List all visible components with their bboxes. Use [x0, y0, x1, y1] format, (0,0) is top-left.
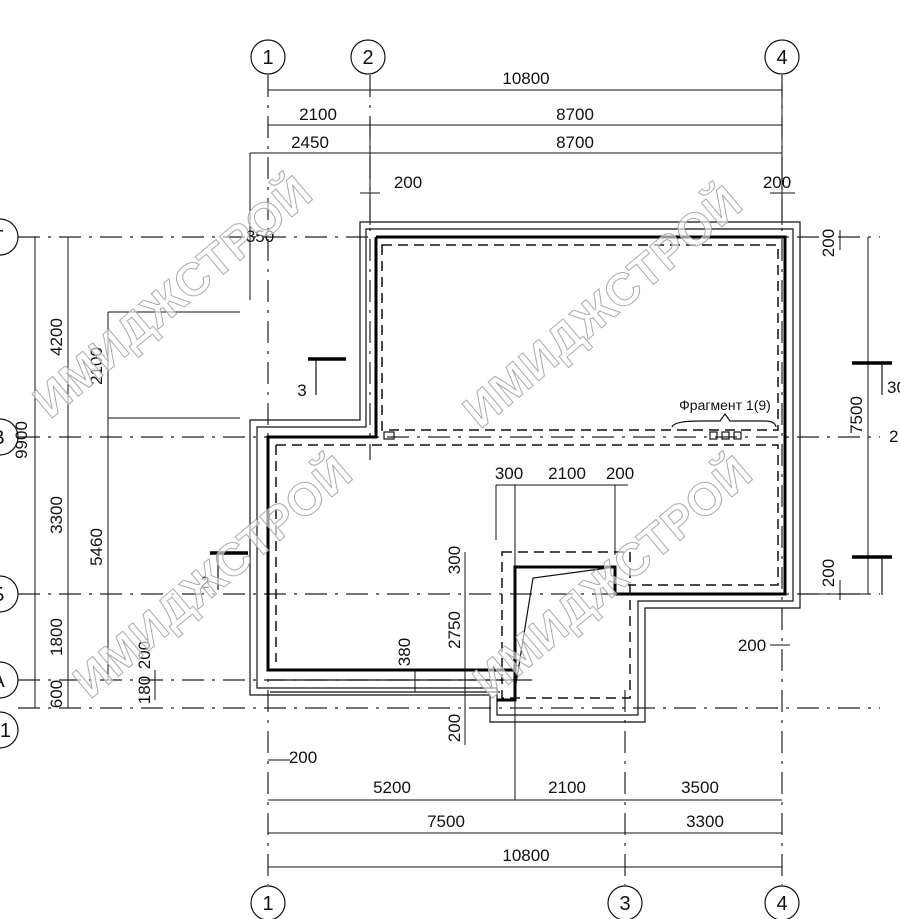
axis-label-left-a1: А/1 — [0, 720, 11, 742]
watermark: ИМИДЖСТРОЙ — [463, 445, 762, 708]
dim-left-3300: 3300 — [47, 496, 66, 534]
dim-bottom-2100: 2100 — [548, 778, 586, 797]
dim-right-7500: 7500 — [847, 396, 866, 434]
axis-label-top-4: 4 — [776, 47, 787, 69]
axis-label-bottom-1: 1 — [262, 893, 273, 915]
dim-left-600: 600 — [47, 680, 66, 708]
dim-bottom-3500: 3500 — [681, 778, 719, 797]
dim-top-2450: 2450 — [291, 133, 329, 152]
section-label-3-right: 30 — [887, 378, 900, 397]
section-markers: 3 2 — [200, 357, 892, 595]
dim-top-wall-right: 200 — [763, 173, 791, 192]
axis-label-left-a: А — [0, 670, 5, 692]
axis-label-left-b: Б — [0, 584, 5, 606]
dim-top-total: 10800 — [502, 69, 549, 88]
axis-label-left-v: В — [0, 427, 5, 449]
dim-bottom-3300: 3300 — [686, 812, 724, 831]
dim-top-8700-a: 8700 — [556, 105, 594, 124]
dim-stair-300: 300 — [495, 464, 523, 483]
dim-bottom-total: 10800 — [502, 846, 549, 865]
dim-left-1800: 1800 — [47, 618, 66, 656]
dimension-lines — [34, 85, 869, 868]
dim-stair-v200: 200 — [445, 714, 464, 742]
dim-left-2100: 2100 — [87, 347, 106, 385]
dim-stair-v300: 300 — [445, 546, 464, 574]
dim-right-200-bot: 200 — [819, 559, 838, 587]
dim-offset-350: 350 — [246, 227, 274, 246]
dim-wall-380: 380 — [395, 638, 414, 666]
section-label-2-right: 2 — [889, 427, 898, 446]
dim-bottom-wall-200: 200 — [289, 748, 317, 767]
dim-top-wall-left: 200 — [394, 173, 422, 192]
watermarks: ИМИДЖСТРОЙ ИМИДЖСТРОЙ ИМИДЖСТРОЙ ИМИДЖСТ… — [23, 164, 763, 708]
dim-left-5460: 5460 — [87, 528, 106, 566]
section-label-3: 3 — [297, 381, 306, 400]
dim-stair-200: 200 — [606, 464, 634, 483]
axis-label-bottom-4: 4 — [776, 893, 787, 915]
axis-label-bottom-3: 3 — [619, 893, 630, 915]
dim-stair-v2750: 2750 — [445, 611, 464, 649]
dim-left-200: 200 — [135, 641, 154, 669]
dim-left-4200: 4200 — [47, 318, 66, 356]
dim-stair-2100: 2100 — [548, 464, 586, 483]
dim-left-180: 180 — [135, 676, 154, 704]
dimension-labels: 10800 2100 8700 2450 8700 200 200 350 99… — [12, 69, 900, 865]
vent-openings — [709, 431, 742, 440]
axis-label-top-2: 2 — [362, 47, 373, 69]
fragment-label: Фрагмент 1(9) — [679, 397, 771, 413]
axis-bubbles: 1 2 4 1 3 4 Г В Б А А/1 — [0, 39, 800, 919]
dim-right-200-top: 200 — [819, 229, 838, 257]
axis-label-left-g: Г — [0, 227, 4, 249]
section-label-2: 2 — [200, 573, 209, 592]
axis-label-top-1: 1 — [262, 47, 273, 69]
dim-top-2100: 2100 — [299, 105, 337, 124]
fragment-callout: Фрагмент 1(9) — [671, 397, 777, 428]
dim-left-9900: 9900 — [12, 421, 31, 459]
dim-bottom-5200: 5200 — [373, 778, 411, 797]
dim-top-8700-b: 8700 — [556, 133, 594, 152]
dim-right-200-low: 200 — [738, 636, 766, 655]
dim-bottom-7500: 7500 — [427, 812, 465, 831]
